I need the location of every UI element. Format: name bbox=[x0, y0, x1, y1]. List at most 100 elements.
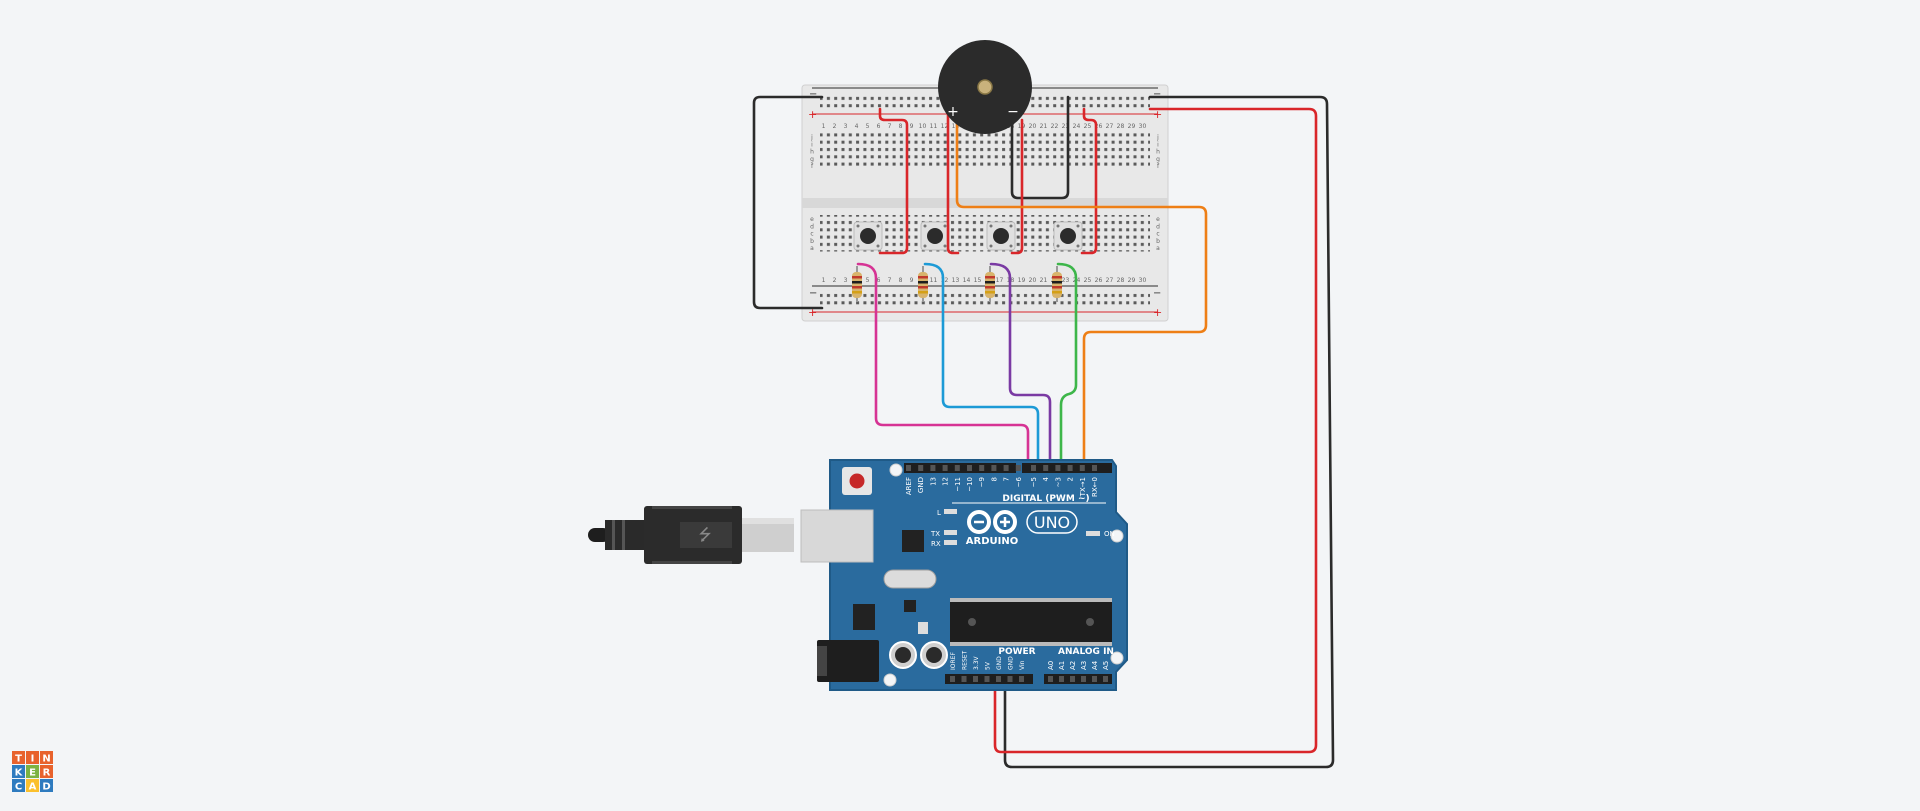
digital-pin-label: ~6 bbox=[1015, 476, 1023, 487]
header-pin[interactable] bbox=[973, 676, 978, 682]
logo-tile bbox=[26, 765, 39, 778]
header-pin[interactable] bbox=[1055, 465, 1061, 471]
digital-label: DIGITAL (PWM ~) bbox=[1002, 494, 1089, 504]
wire-black-rail-left[interactable] bbox=[752, 95, 824, 310]
logo-letter: K bbox=[15, 768, 24, 779]
column-number: 3 bbox=[844, 123, 848, 130]
analog-pin-label: A5 bbox=[1102, 661, 1110, 670]
header-pin[interactable] bbox=[954, 465, 960, 471]
push-button-cap[interactable] bbox=[993, 228, 1009, 244]
push-button-3[interactable] bbox=[986, 221, 1016, 251]
header-pin[interactable] bbox=[967, 465, 972, 471]
wire-red-button-2[interactable] bbox=[946, 107, 960, 255]
header-pin[interactable] bbox=[930, 465, 936, 471]
row-letter: i bbox=[811, 141, 813, 148]
resistors bbox=[852, 266, 1062, 302]
header-pin[interactable] bbox=[1003, 465, 1009, 471]
header-pin[interactable] bbox=[950, 676, 955, 682]
piezo-buzzer[interactable]: + − bbox=[938, 40, 1032, 134]
header-pin[interactable] bbox=[991, 465, 997, 471]
header-pin[interactable] bbox=[996, 676, 1001, 682]
wire-pink-button-1-signal[interactable] bbox=[856, 262, 1030, 472]
resistor-2 bbox=[918, 266, 928, 302]
power-pin-label: 3.3V bbox=[973, 655, 980, 670]
rail-holes-bottom-plus bbox=[820, 298, 1150, 306]
push-button-1[interactable] bbox=[853, 221, 883, 251]
wire-orange-buzzer-signal[interactable] bbox=[955, 111, 1208, 472]
column-number: 22 bbox=[1051, 123, 1059, 130]
rail-minus-symbol: − bbox=[1153, 89, 1161, 100]
row-letter: b bbox=[1156, 238, 1160, 245]
logo-letter: D bbox=[42, 782, 50, 793]
header-pin[interactable] bbox=[942, 465, 948, 471]
header-pin[interactable] bbox=[1092, 676, 1097, 682]
header-pin[interactable] bbox=[1048, 676, 1053, 682]
column-number: 20 bbox=[1029, 277, 1037, 284]
header-pin[interactable] bbox=[1103, 676, 1108, 682]
header-pin[interactable] bbox=[1019, 676, 1024, 682]
column-number: 21 bbox=[1040, 277, 1048, 284]
header-pin[interactable] bbox=[1043, 465, 1049, 471]
column-number: 29 bbox=[1128, 277, 1136, 284]
push-button-cap[interactable] bbox=[927, 228, 943, 244]
header-pin[interactable] bbox=[918, 465, 924, 471]
header-pin[interactable] bbox=[984, 676, 990, 682]
wire-red-button-4[interactable] bbox=[1080, 107, 1098, 255]
row-letter: h bbox=[1156, 149, 1160, 156]
rx-label: RX bbox=[931, 540, 941, 548]
header-pin[interactable] bbox=[906, 465, 911, 471]
push-buttons[interactable] bbox=[853, 221, 1083, 251]
header-pin[interactable] bbox=[1079, 465, 1085, 471]
logo-letter: I bbox=[31, 754, 35, 765]
wire-blue-button-2-signal[interactable] bbox=[923, 262, 1040, 472]
wire-red-5v-arduino[interactable] bbox=[993, 107, 1318, 754]
push-button-cap[interactable] bbox=[860, 228, 876, 244]
header-pin[interactable] bbox=[1067, 465, 1073, 471]
column-number: 1 bbox=[822, 277, 826, 284]
header-pin[interactable] bbox=[1059, 676, 1064, 682]
rail-plus-symbol: + bbox=[1153, 306, 1162, 319]
push-button-4[interactable] bbox=[1053, 221, 1083, 251]
digital-pin-label: 4 bbox=[1042, 476, 1050, 481]
wire-red-button-3[interactable] bbox=[1010, 118, 1024, 255]
push-button-2[interactable] bbox=[920, 221, 950, 251]
row-letter: c bbox=[810, 231, 813, 238]
header-pin[interactable] bbox=[1081, 676, 1086, 682]
digital-pin-label: AREF bbox=[905, 477, 913, 495]
header-pin[interactable] bbox=[961, 676, 967, 682]
column-number: 9 bbox=[910, 123, 914, 130]
logo-tile bbox=[40, 751, 53, 764]
row-letter: c bbox=[1156, 231, 1159, 238]
voltage-regulator bbox=[853, 604, 875, 630]
usb-cable[interactable]: ⭍ bbox=[588, 506, 794, 564]
digital-pin-label: ~11 bbox=[954, 477, 962, 492]
wire-black-gnd-arduino[interactable] bbox=[1003, 95, 1335, 769]
wires[interactable] bbox=[752, 95, 1335, 769]
wire-green-button-4-signal[interactable] bbox=[1056, 262, 1078, 472]
push-button-cap[interactable] bbox=[1060, 228, 1076, 244]
header-pin[interactable] bbox=[1092, 465, 1097, 471]
column-number: 26 bbox=[1095, 123, 1103, 130]
column-number: 7 bbox=[888, 277, 892, 284]
column-number: 27 bbox=[1106, 277, 1114, 284]
analog-pin-label: A3 bbox=[1080, 661, 1088, 670]
reset-button-cap[interactable] bbox=[849, 473, 865, 489]
wire-red-button-1[interactable] bbox=[878, 107, 909, 255]
header-pin[interactable] bbox=[979, 465, 985, 471]
wire-purple-button-3-signal[interactable] bbox=[989, 262, 1052, 472]
header-pin[interactable] bbox=[1070, 676, 1075, 682]
wire-black-buzzer-gnd[interactable] bbox=[1010, 95, 1070, 200]
header-pin[interactable] bbox=[1031, 465, 1036, 471]
header-pin[interactable] bbox=[1015, 465, 1021, 471]
column-number: 4 bbox=[855, 123, 859, 130]
rail-minus-symbol: − bbox=[809, 288, 817, 299]
usb-icon: ⭍ bbox=[698, 525, 711, 544]
column-number: 19 bbox=[1018, 277, 1026, 284]
arduino-uno[interactable]: ARDUINO UNO DIGITAL (PWM ~) POWER ANALOG… bbox=[800, 459, 1128, 691]
header-pin[interactable] bbox=[1007, 676, 1013, 682]
